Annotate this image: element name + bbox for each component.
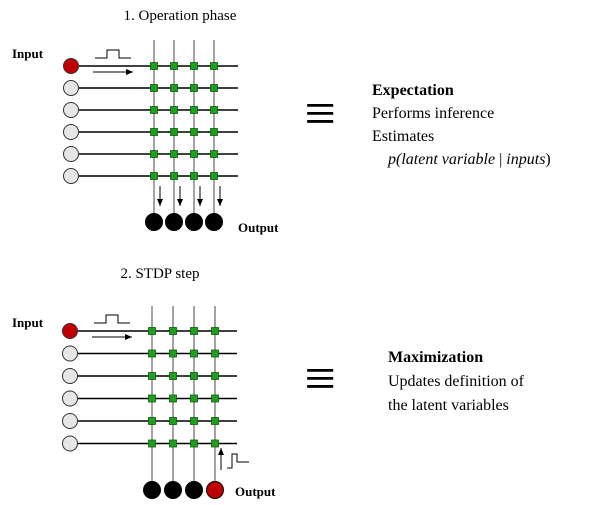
synapse <box>210 128 218 136</box>
input-neuron <box>62 413 78 429</box>
panel-title: 1. Operation phase <box>124 8 237 24</box>
synapse <box>150 84 158 92</box>
synapse <box>169 439 177 448</box>
synapse <box>148 439 156 448</box>
description-line: Updates definition of <box>388 373 525 390</box>
synapse <box>150 150 158 158</box>
input-neuron <box>62 345 78 362</box>
synapse <box>211 327 219 335</box>
input-neuron <box>63 80 79 96</box>
input-neuron <box>62 390 78 407</box>
synapse <box>169 349 177 358</box>
output-neuron <box>165 213 183 231</box>
synapse <box>210 106 218 114</box>
output-neuron <box>143 481 161 499</box>
output-label: Output <box>235 484 276 499</box>
input-spike-pulse <box>94 314 130 324</box>
panel-title: 2. STDP step <box>120 266 199 282</box>
input-neuron <box>63 102 79 118</box>
formula-latent: latent variable <box>401 151 495 168</box>
description-line: Estimates <box>372 128 434 145</box>
synapse <box>190 172 198 180</box>
synapse <box>169 327 177 335</box>
output-neuron <box>205 213 223 231</box>
synapse <box>211 439 219 448</box>
formula-suffix: ) <box>545 151 550 168</box>
description-block: Expectation Performs inference Estimates… <box>372 82 551 168</box>
output-neuron <box>145 213 163 231</box>
output-label: Output <box>238 220 279 235</box>
description-heading: Maximization <box>388 349 483 366</box>
feedback-spike-pulse <box>227 453 249 469</box>
synapse <box>211 417 219 425</box>
synapse <box>169 394 177 403</box>
synapse <box>150 106 158 114</box>
equivalence-symbol: ≡ <box>304 83 336 145</box>
synapse <box>190 349 198 358</box>
synapse <box>211 394 219 403</box>
input-label: Input <box>12 315 44 330</box>
input-neuron <box>63 168 79 184</box>
synapse <box>150 172 158 180</box>
input-neuron <box>62 435 78 452</box>
active-input-neuron <box>63 58 79 74</box>
synapse <box>170 172 178 180</box>
synapse <box>211 349 219 358</box>
synapse <box>170 150 178 158</box>
formula-inputs: inputs <box>506 151 545 168</box>
synapse <box>210 172 218 180</box>
synapse <box>211 372 219 380</box>
active-output-neuron <box>206 481 224 499</box>
input-neuron <box>63 146 79 162</box>
synapse <box>148 372 156 380</box>
synapse <box>170 84 178 92</box>
synapse <box>190 84 198 92</box>
synapse <box>150 62 158 70</box>
input-label: Input <box>12 46 44 61</box>
formula-separator: | <box>495 151 506 168</box>
synapse <box>210 150 218 158</box>
synapse <box>190 62 198 70</box>
input-neuron <box>63 124 79 140</box>
description-line: the latent variables <box>388 397 509 414</box>
panel-operation-phase: 1. Operation phase Input Output ≡ Expect… <box>12 8 551 235</box>
spiking-network <box>63 40 238 231</box>
synapse <box>148 417 156 425</box>
synapse <box>190 372 198 380</box>
synapse <box>190 417 198 425</box>
synapse <box>190 327 198 335</box>
synapse <box>210 84 218 92</box>
synapse <box>170 62 178 70</box>
formula-prefix: p( <box>387 151 403 168</box>
panel-stdp-step: 2. STDP step Input Output ≡ Maximization… <box>12 266 525 499</box>
description-block: Maximization Updates definition of the l… <box>388 349 525 414</box>
synapse <box>169 417 177 425</box>
spiking-network <box>62 306 249 499</box>
output-neuron <box>185 213 203 231</box>
formula: p(latent variable | inputs) <box>387 151 551 168</box>
synapse <box>148 394 156 403</box>
description-heading: Expectation <box>372 82 454 99</box>
synapse <box>170 106 178 114</box>
synapse <box>210 62 218 70</box>
description-line: Performs inference <box>372 105 494 122</box>
synapse <box>190 150 198 158</box>
input-neuron <box>62 368 78 384</box>
synapse <box>150 128 158 136</box>
active-input-neuron <box>62 323 78 339</box>
synapse <box>190 394 198 403</box>
synapse <box>148 327 156 335</box>
synapse <box>169 372 177 380</box>
synapse <box>190 439 198 448</box>
equivalence-symbol: ≡ <box>304 348 336 410</box>
input-spike-pulse <box>95 49 131 59</box>
output-neuron <box>185 481 203 499</box>
output-neuron <box>164 481 182 499</box>
synapse <box>148 349 156 358</box>
synapse <box>190 128 198 136</box>
synapse <box>170 128 178 136</box>
synapse <box>190 106 198 114</box>
